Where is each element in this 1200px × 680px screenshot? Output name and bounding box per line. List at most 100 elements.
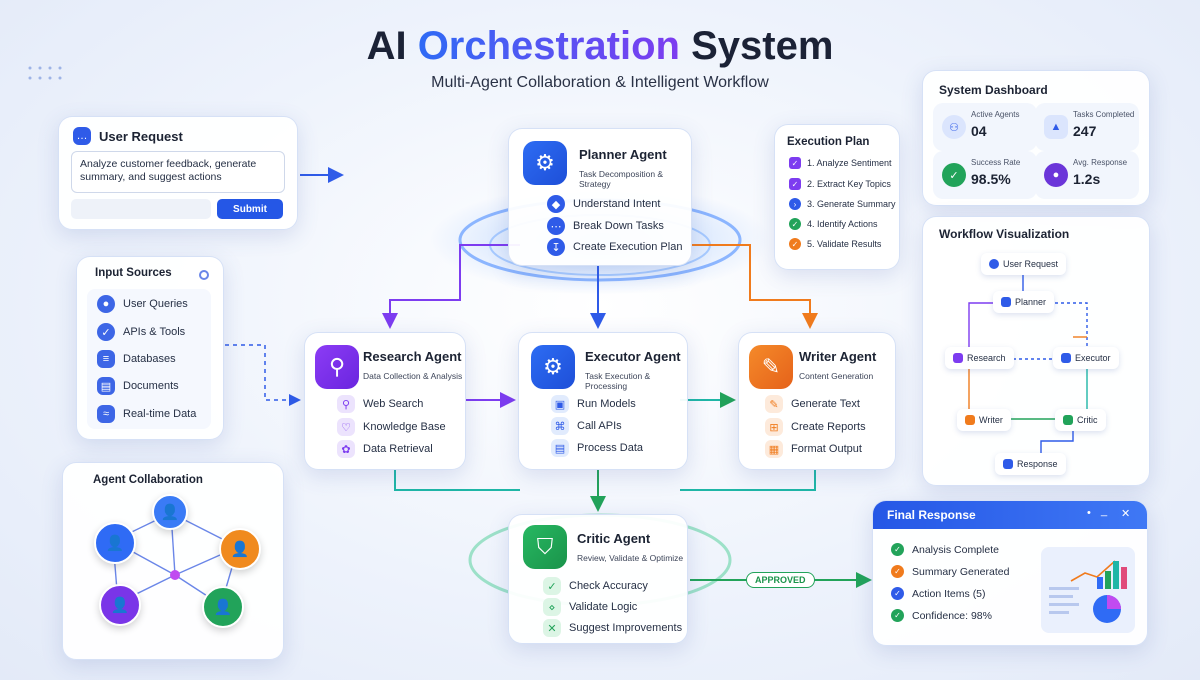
agents-icon: ⚇	[942, 115, 966, 139]
user-request-panel: … User Request Analyze customer feedback…	[58, 116, 298, 230]
web-search-icon: ⚲	[337, 395, 355, 413]
research-title: Research Agent	[363, 349, 462, 364]
research-agent-card[interactable]: ⚲ Research Agent Data Collection & Analy…	[304, 332, 466, 470]
workflow-node-executor[interactable]: Executor	[1053, 347, 1119, 369]
workflow-node-critic[interactable]: Critic	[1055, 409, 1106, 431]
source-item-databases[interactable]: ≡ Databases	[97, 350, 176, 368]
research-item-label: Web Search	[363, 398, 424, 410]
critic-subtitle: Review, Validate & Optimize	[577, 553, 684, 563]
workflow-node-response[interactable]: Response	[995, 453, 1066, 475]
execution-plan-title: Execution Plan	[787, 136, 870, 148]
critic-item-accuracy: ✓ Check Accuracy	[543, 577, 648, 595]
critic-item-improvements: ✕ Suggest Improvements	[543, 619, 682, 637]
workflow-node-writer[interactable]: Writer	[957, 409, 1011, 431]
stat-avg-response: ● Avg. Response 1.2s	[1035, 151, 1139, 199]
workflow-node-planner[interactable]: Planner	[993, 291, 1055, 313]
source-item-apis[interactable]: ✓ APIs & Tools	[97, 323, 185, 341]
source-label: Documents	[123, 380, 179, 392]
execution-plan-panel: Execution Plan ✓ 1. Analyze Sentiment ✓ …	[774, 124, 900, 270]
check-icon: ✓	[789, 157, 801, 169]
user-icon	[989, 259, 999, 269]
research-item-label: Data Retrieval	[363, 443, 433, 455]
agent-collaboration-title: Agent Collaboration	[93, 474, 203, 486]
executor-item-label: Process Data	[577, 442, 644, 454]
database-icon: ≡	[97, 350, 115, 368]
pin-icon[interactable]: •	[1087, 507, 1091, 519]
executor-icon	[1061, 353, 1071, 363]
dashboard-title: System Dashboard	[939, 83, 1048, 97]
format-icon: ▦	[765, 440, 783, 458]
stat-active-agents: ⚇ Active Agents 04	[933, 103, 1037, 151]
agent-collaboration-panel: Agent Collaboration 👤 👤 👤 👤 👤	[62, 462, 284, 660]
executor-icon: ⚙	[531, 345, 575, 389]
critic-title: Critic Agent	[577, 531, 651, 546]
source-label: User Queries	[123, 298, 188, 310]
minimize-icon[interactable]: _	[1101, 505, 1108, 517]
writer-item-text: ✎ Generate Text	[765, 395, 860, 413]
check-icon: ✓	[789, 238, 801, 250]
logic-icon: ⋄	[543, 598, 561, 616]
title-part3: System	[691, 24, 834, 68]
approved-badge: APPROVED	[746, 572, 815, 588]
writer-icon: ✎	[749, 345, 793, 389]
knowledge-icon: ♡	[337, 418, 355, 436]
source-item-documents[interactable]: ▤ Documents	[97, 377, 179, 395]
page-subtitle: Multi-Agent Collaboration & Intelligent …	[431, 74, 769, 91]
collab-node-blue[interactable]: 👤	[94, 522, 136, 564]
plan-step: › 3. Generate Summary	[789, 198, 896, 210]
api-icon: ✓	[97, 323, 115, 341]
planner-item-label: Break Down Tasks	[573, 220, 664, 232]
collab-node-orange[interactable]: 👤	[219, 528, 261, 570]
submit-button[interactable]: Submit	[217, 199, 283, 219]
planner-subtitle: Task Decomposition & Strategy	[579, 169, 664, 189]
source-item-user-queries[interactable]: ● User Queries	[97, 295, 188, 313]
writer-item-reports: ⊞ Create Reports	[765, 418, 866, 436]
workflow-edges	[968, 273, 1088, 453]
process-icon: ▤	[551, 439, 569, 457]
response-icon	[1003, 459, 1013, 469]
final-response-panel: Final Response • _ ✕ ✓ Analysis Complete…	[872, 500, 1148, 646]
writer-title: Writer Agent	[799, 349, 877, 364]
check-icon: ✓	[891, 565, 904, 578]
planner-item-label: Understand Intent	[573, 198, 661, 210]
workflow-node-research[interactable]: Research	[945, 347, 1014, 369]
check-icon: ✓	[891, 609, 904, 622]
arrow-icon: ›	[789, 198, 801, 210]
critic-item-logic: ⋄ Validate Logic	[543, 598, 637, 616]
chat-icon: …	[73, 127, 91, 145]
request-input[interactable]	[71, 199, 211, 219]
executor-item-models: ▣ Run Models	[551, 395, 636, 413]
critic-item-label: Validate Logic	[569, 601, 638, 613]
critic-icon	[1063, 415, 1073, 425]
close-icon[interactable]: ✕	[1121, 508, 1131, 520]
response-item: ✓ Confidence: 98%	[891, 609, 992, 622]
critic-agent-card[interactable]: ⛉ Critic Agent Review, Validate & Optimi…	[508, 514, 688, 644]
research-item-retrieval: ✿ Data Retrieval	[337, 440, 433, 458]
source-item-realtime[interactable]: ≈ Real-time Data	[97, 405, 196, 423]
collab-node-purple[interactable]: 👤	[99, 584, 141, 626]
report-chart-icon	[1041, 547, 1135, 633]
workflow-visualization-panel: Workflow Visualization User Request Plan…	[922, 216, 1150, 486]
planner-agent-card[interactable]: ⚙ Planner Agent Task Decomposition & Str…	[508, 128, 692, 266]
stream-icon: ≈	[97, 405, 115, 423]
writer-agent-card[interactable]: ✎ Writer Agent Content Generation ✎ Gene…	[738, 332, 896, 470]
collab-node-top[interactable]: 👤	[152, 494, 188, 530]
check-icon: ✓	[891, 587, 904, 600]
request-text-area[interactable]: Analyze customer feedback, generate summ…	[71, 151, 285, 193]
workflow-title: Workflow Visualization	[939, 227, 1070, 241]
planner-item-tasks: ⋯ Break Down Tasks	[547, 217, 664, 235]
reports-icon: ⊞	[765, 418, 783, 436]
critic-item-label: Check Accuracy	[569, 580, 648, 592]
collab-node-green[interactable]: 👤	[202, 586, 244, 628]
planner-icon: ⚙	[523, 141, 567, 185]
final-response-title: Final Response	[887, 508, 976, 522]
response-icon: ●	[1044, 163, 1068, 187]
success-icon: ✓	[942, 163, 966, 187]
writer-item-label: Create Reports	[791, 421, 866, 433]
settings-dot-icon	[199, 270, 209, 280]
workflow-node-user-request[interactable]: User Request	[981, 253, 1067, 275]
document-icon: ▤	[97, 377, 115, 395]
executor-agent-card[interactable]: ⚙ Executor Agent Task Execution & Proces…	[518, 332, 688, 470]
planner-icon	[1001, 297, 1011, 307]
writer-icon	[965, 415, 975, 425]
